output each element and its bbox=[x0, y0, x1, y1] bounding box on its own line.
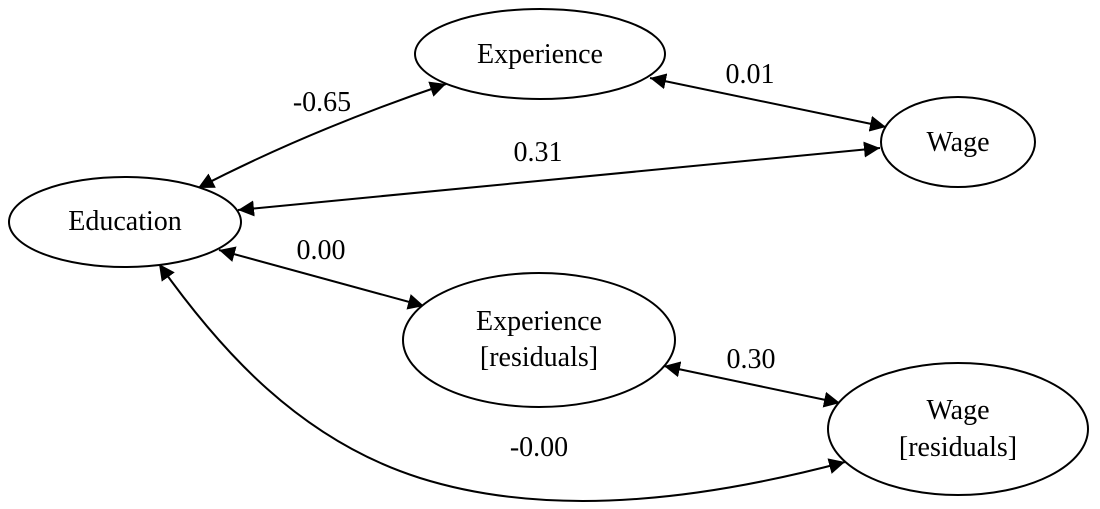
node-ellipse bbox=[880, 96, 1036, 188]
node-wage: Wage bbox=[880, 96, 1036, 188]
node-education: Education bbox=[8, 176, 242, 268]
node-label: Experience bbox=[477, 39, 603, 70]
node-experience-residuals: Experience [residuals] bbox=[402, 272, 676, 408]
edge-education-experience: -0.65 bbox=[197, 81, 447, 189]
edge-experience-wage: 0.01 bbox=[649, 59, 887, 132]
node-ellipse bbox=[827, 362, 1089, 496]
node-ellipse bbox=[402, 272, 676, 408]
edge-label: -0.65 bbox=[293, 87, 351, 118]
edge-education-wage-residuals: -0.00 bbox=[158, 263, 846, 502]
edge-line bbox=[158, 263, 846, 502]
node-wage-residuals: Wage [residuals] bbox=[827, 362, 1089, 496]
edge-line bbox=[237, 141, 881, 217]
node-experience: Experience bbox=[414, 8, 666, 100]
node-ellipse bbox=[8, 176, 242, 268]
node-ellipse bbox=[414, 8, 666, 100]
edge-label: 0.31 bbox=[514, 137, 563, 168]
node-label-line-1: Wage bbox=[926, 395, 989, 426]
edge-label: -0.00 bbox=[510, 432, 568, 463]
edge-education-experience-residuals: 0.00 bbox=[218, 235, 425, 310]
node-label-line-2: [residuals] bbox=[480, 342, 598, 373]
node-label: Education bbox=[68, 206, 182, 237]
edge-line bbox=[649, 73, 887, 132]
edge-line bbox=[197, 81, 447, 189]
node-label-line-2: [residuals] bbox=[899, 432, 1017, 463]
edge-label: 0.00 bbox=[297, 235, 346, 266]
edge-label: 0.30 bbox=[727, 344, 776, 375]
node-label-line-1: Experience bbox=[476, 306, 602, 337]
edge-experience-residuals-wage-residuals: 0.30 bbox=[663, 344, 841, 408]
node-label: Wage bbox=[926, 127, 989, 158]
edge-education-wage: 0.31 bbox=[237, 137, 881, 217]
edge-label: 0.01 bbox=[726, 59, 775, 90]
